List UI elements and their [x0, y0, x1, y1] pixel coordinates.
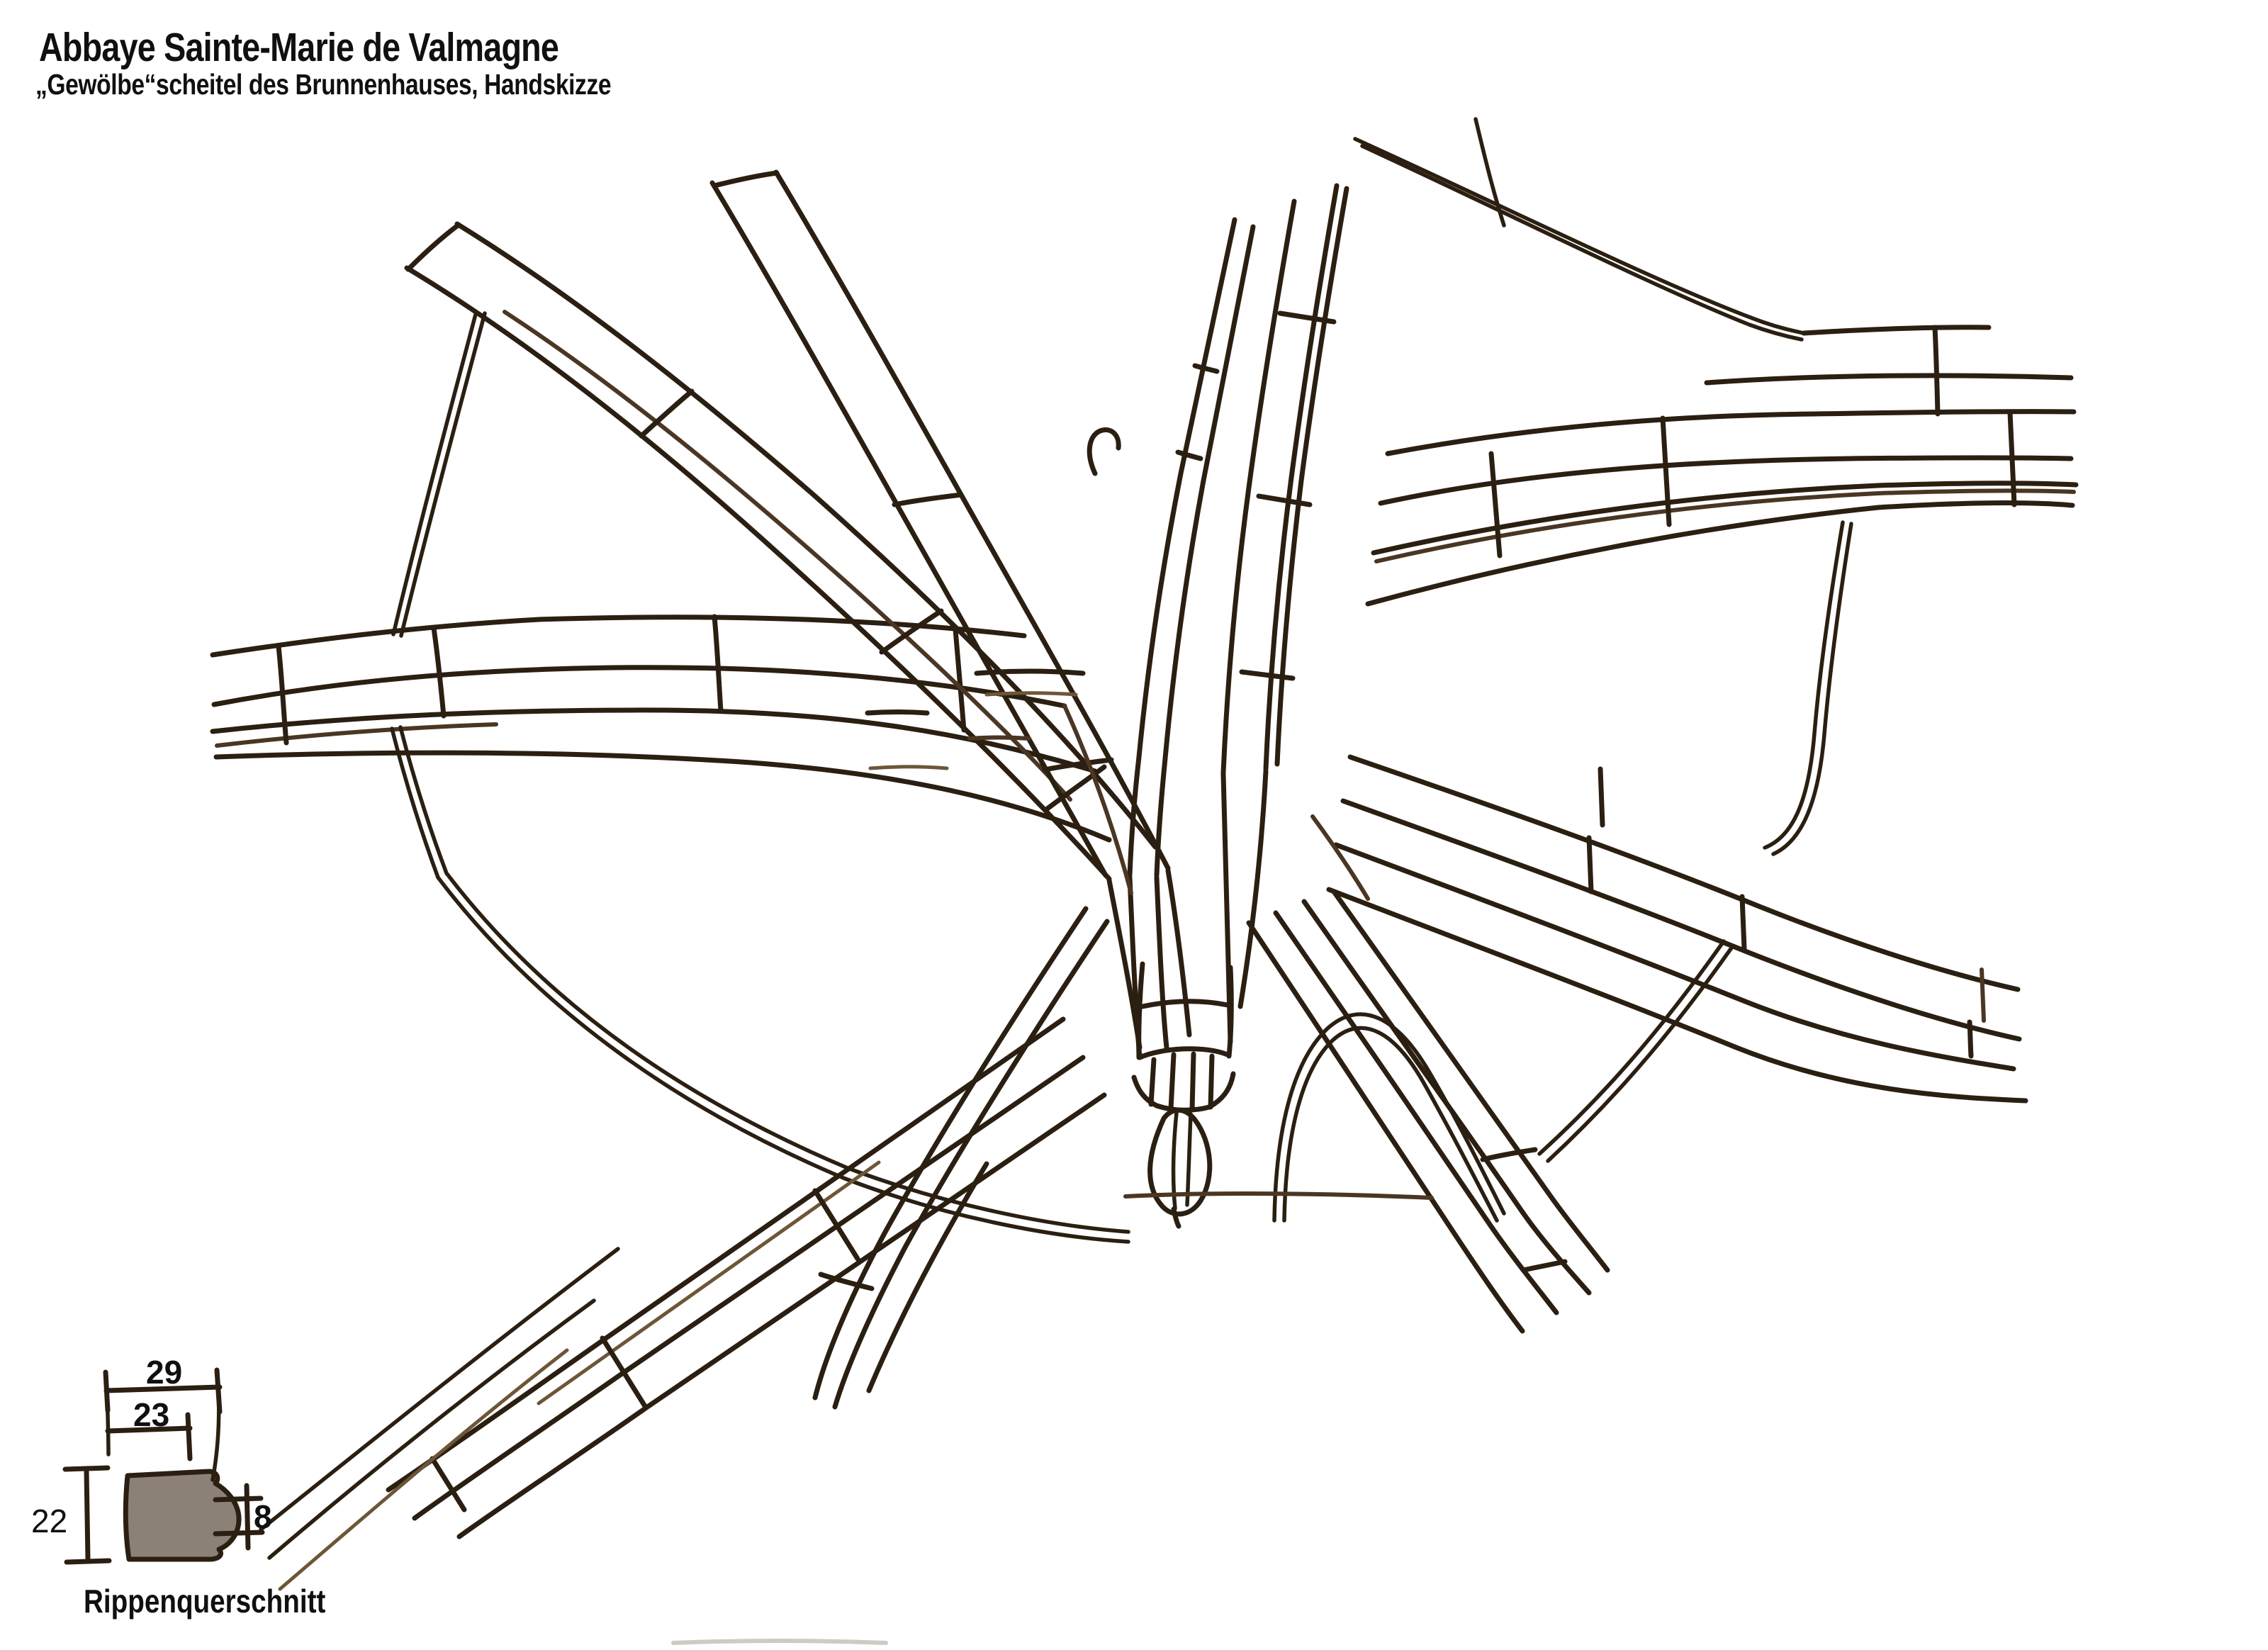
dim-29: 29: [146, 1354, 182, 1391]
baseline-under-pendant: [1123, 1191, 1434, 1200]
rib-band-lower-right: [1326, 754, 2028, 1104]
dim-23: 23: [133, 1396, 169, 1433]
rib-band-lower-left: [386, 1016, 1107, 1539]
dimension-overall-width: 29: [103, 1354, 223, 1482]
page-subtitle: „Gewölbe“scheitel des Brunnenhauses, Han…: [35, 68, 612, 101]
rib-cross-section-detail: 29 23 22 8: [31, 1354, 272, 1565]
rib-band-top-right: [1220, 183, 1349, 1045]
dim-8: 8: [254, 1498, 272, 1535]
arch-center-right: [1272, 1012, 1506, 1223]
rib-band-right: [1365, 325, 2079, 607]
hatch-marks: [865, 668, 1086, 770]
pen-curl: [1087, 427, 1121, 476]
dimension-body-width: 23: [105, 1396, 193, 1461]
rib-band-upper-left-inner: [709, 169, 1171, 878]
rib-band-below-center: [812, 906, 1110, 1410]
dim-22: 22: [31, 1503, 67, 1539]
cell-lines-lower-left: [259, 1247, 620, 1591]
dimension-height: 22: [31, 1465, 112, 1565]
rib-profile-shape: [123, 1469, 242, 1562]
dimension-nose-height: 8: [213, 1483, 272, 1551]
page-title: Abbaye Sainte-Marie de Valmagne: [39, 25, 559, 70]
center-convergence-strokes: [1062, 704, 1370, 1050]
cell-line-upper-left: [391, 310, 487, 638]
cross-section-label: Rippenquerschnitt: [84, 1583, 326, 1620]
rib-band-upper-left-outer: [404, 221, 1158, 882]
cell-line-right: [1537, 520, 1853, 1163]
paper-smudge: [671, 1639, 888, 1645]
cell-line-top-right: [1353, 117, 1806, 342]
rib-band-down-right-steep: [1246, 889, 1610, 1334]
rib-band-left: [210, 614, 1112, 843]
cell-arc-left: [390, 725, 1130, 1244]
